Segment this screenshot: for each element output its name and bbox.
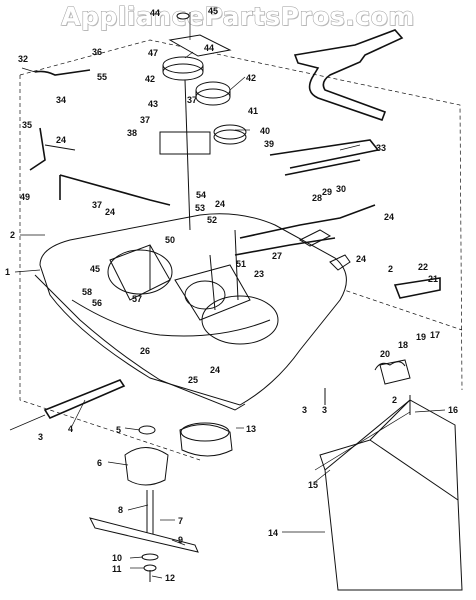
callout-3b: 3	[302, 405, 307, 415]
callout-35: 35	[22, 120, 32, 130]
callout-43: 43	[148, 99, 158, 109]
callout-22: 22	[418, 262, 428, 272]
callout-21: 21	[428, 274, 438, 284]
mower-deck	[34, 213, 347, 411]
callout-14: 14	[268, 528, 278, 538]
callout-2c: 2	[392, 395, 397, 405]
callout-24f: 24	[210, 365, 220, 375]
callout-12: 12	[165, 573, 175, 583]
callout-20: 20	[380, 349, 390, 359]
watermark: AppliancePartsPros.com	[61, 2, 415, 32]
callout-26: 26	[140, 346, 150, 356]
pulley-assembly	[159, 12, 247, 231]
callout-30: 30	[336, 184, 346, 194]
callout-2b: 2	[388, 264, 393, 274]
callout-24b: 24	[105, 207, 115, 217]
right-linkage	[234, 139, 441, 415]
callout-16: 16	[448, 405, 458, 415]
callout-56: 56	[92, 298, 102, 308]
callout-41: 41	[248, 106, 258, 116]
callout-44b: 44	[204, 43, 214, 53]
callout-50: 50	[165, 235, 175, 245]
callout-23: 23	[254, 269, 264, 279]
link-rod	[43, 379, 126, 420]
callout-57: 57	[132, 294, 142, 304]
callout-54: 54	[196, 190, 206, 200]
callout-10: 10	[112, 553, 122, 563]
belt	[293, 29, 404, 122]
callout-55: 55	[97, 72, 107, 82]
callout-8: 8	[118, 505, 123, 515]
callout-39: 39	[264, 139, 274, 149]
callout-3c: 3	[322, 405, 327, 415]
callout-47: 47	[148, 48, 158, 58]
callout-52: 52	[207, 215, 217, 225]
callout-29: 29	[322, 187, 332, 197]
callout-24e: 24	[356, 254, 366, 264]
callout-38: 38	[127, 128, 137, 138]
callout-27: 27	[272, 251, 282, 261]
callout-34: 34	[56, 95, 66, 105]
callout-33: 33	[376, 143, 386, 153]
callout-37c: 37	[187, 95, 197, 105]
callout-37b: 37	[140, 115, 150, 125]
left-linkage	[29, 69, 171, 206]
callout-40: 40	[260, 126, 270, 136]
grass-bag	[314, 399, 463, 591]
callout-13: 13	[246, 424, 256, 434]
callout-24a: 24	[56, 135, 66, 145]
callout-44a: 44	[150, 8, 160, 18]
callout-51: 51	[236, 259, 246, 269]
callout-25: 25	[188, 375, 198, 385]
callout-7: 7	[178, 516, 183, 526]
callout-32: 32	[18, 54, 28, 64]
callout-5: 5	[116, 425, 121, 435]
callout-28: 28	[312, 193, 322, 203]
callout-9: 9	[178, 535, 183, 545]
callout-37a: 37	[92, 200, 102, 210]
callout-42b: 42	[246, 73, 256, 83]
spindle-assembly	[89, 422, 233, 582]
callout-45b: 45	[90, 264, 100, 274]
callout-6: 6	[97, 458, 102, 468]
callout-18: 18	[398, 340, 408, 350]
callout-53: 53	[195, 203, 205, 213]
leader-lines	[9, 12, 446, 579]
part-callouts: 1 2 2 2 3 3 3 4 5 6 7 8 9 10 11 12 13 14…	[5, 6, 458, 583]
callout-11: 11	[112, 564, 122, 574]
callout-36: 36	[92, 47, 102, 57]
callout-15: 15	[308, 480, 318, 490]
callout-1: 1	[5, 267, 10, 277]
callout-3a: 3	[38, 432, 43, 442]
callout-2a: 2	[10, 230, 15, 240]
callout-19: 19	[416, 332, 426, 342]
callout-58: 58	[82, 287, 92, 297]
callout-49: 49	[20, 192, 30, 202]
callout-24d: 24	[384, 212, 394, 222]
callout-42a: 42	[145, 74, 155, 84]
callout-17: 17	[430, 330, 440, 340]
callout-24c: 24	[215, 199, 225, 209]
callout-45a: 45	[208, 6, 218, 16]
callout-4: 4	[68, 424, 73, 434]
